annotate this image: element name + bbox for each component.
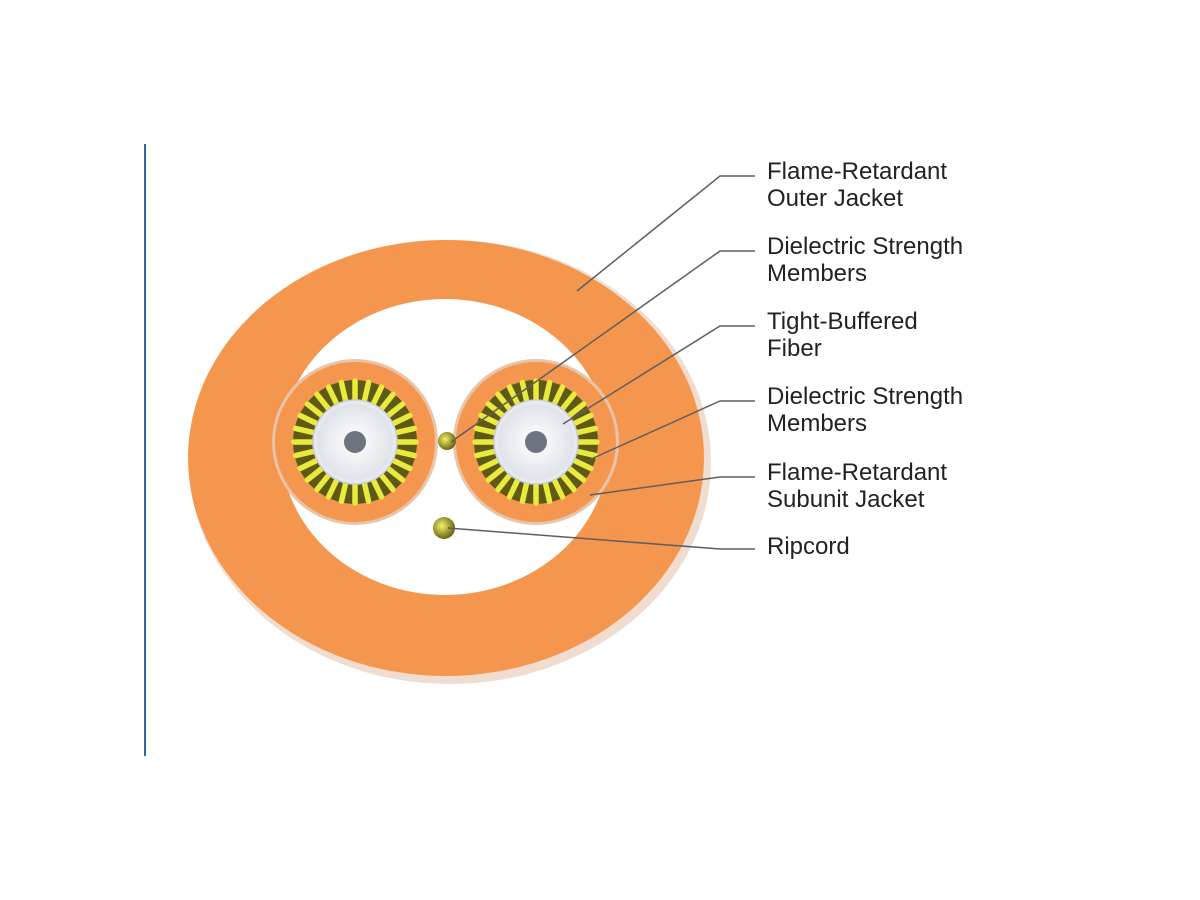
left-divider-rule (144, 144, 146, 756)
center-strength-yarn (438, 432, 456, 450)
ripcord-shape (433, 517, 455, 539)
leader-ripcord (447, 527, 755, 550)
fiber-core (344, 431, 366, 453)
subunit-left (272, 359, 438, 525)
leader-tight-buffered-fiber (562, 325, 755, 425)
leader-subunit-jacket (589, 476, 755, 496)
outer-jacket (188, 240, 711, 684)
leader-strength-members-2 (588, 400, 755, 461)
subunit-right (453, 359, 619, 525)
leader-outer-jacket (576, 175, 755, 292)
leader-lines (447, 175, 755, 550)
fiber-core (525, 431, 547, 453)
label-ripcord: Ripcord (767, 533, 850, 560)
leader-strength-members-1 (450, 250, 755, 443)
